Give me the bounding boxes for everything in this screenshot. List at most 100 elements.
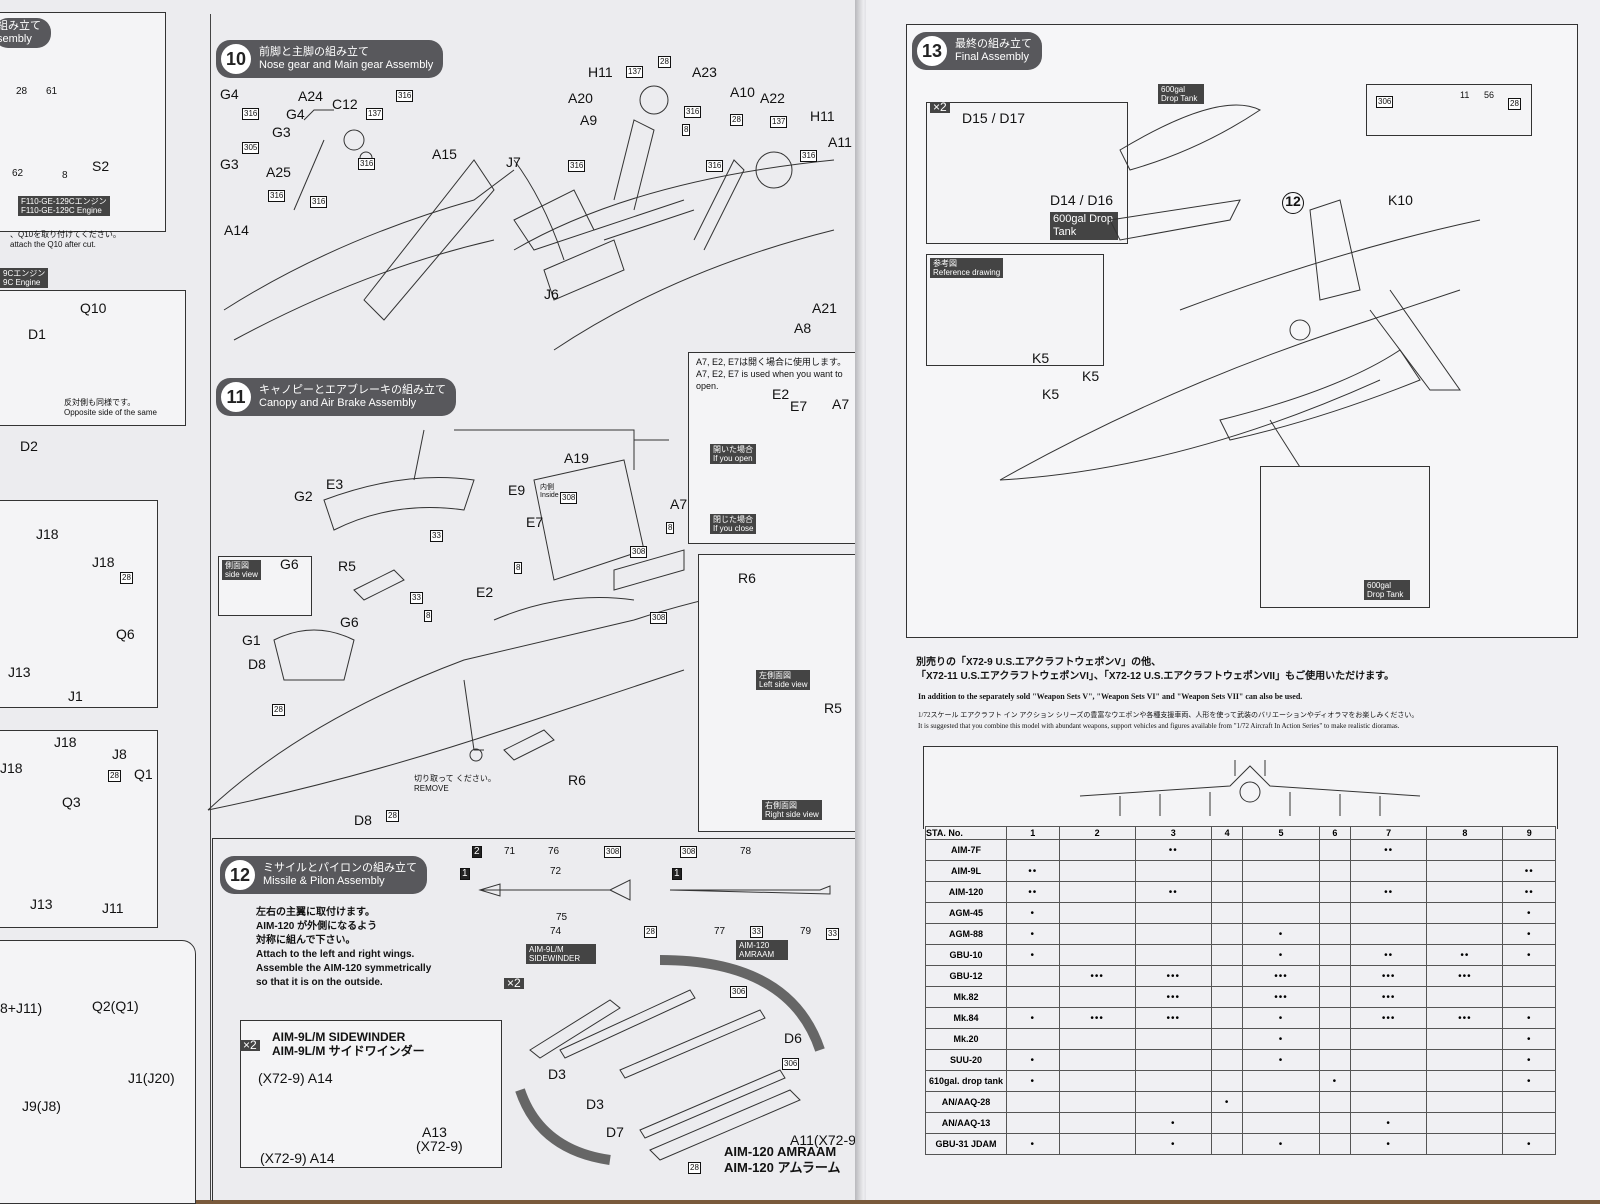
s11-308-b: 308 xyxy=(630,546,648,558)
station-cell: ••• xyxy=(1350,1007,1428,1029)
weapon-name: AN/AAQ-28 xyxy=(925,1091,1007,1113)
station-cell xyxy=(1350,860,1428,882)
table-row: AN/AAQ-28• xyxy=(925,1091,1556,1113)
s11-33-a: 33 xyxy=(430,530,443,542)
assy-d6: D6 xyxy=(784,1030,802,1046)
station-cell: •• xyxy=(1350,944,1428,966)
s12-75: 75 xyxy=(556,912,568,923)
station-cell: • xyxy=(1502,1070,1556,1092)
table-row: Mk.82••••••••• xyxy=(925,986,1556,1008)
station-cell: • xyxy=(1242,1133,1320,1155)
tank-tag: 600gal Drop Tank xyxy=(1050,212,1118,240)
sidewinder-box xyxy=(240,1020,502,1168)
weapon-name: AIM-120 xyxy=(925,881,1007,903)
s12-308-a: 308 xyxy=(604,846,622,858)
aircraft-front-icon xyxy=(1079,760,1421,816)
station-cell xyxy=(1134,923,1212,945)
s12-79: 79 xyxy=(800,926,812,937)
station-cell xyxy=(1426,1070,1504,1092)
station-cell xyxy=(1318,1133,1352,1155)
s10-316-a: 316 xyxy=(242,108,260,120)
station-cell xyxy=(1242,1112,1320,1134)
s12-71: 71 xyxy=(504,846,516,857)
station-cell xyxy=(1058,1070,1136,1092)
station-cell xyxy=(1134,944,1212,966)
station-cell: ••• xyxy=(1134,986,1212,1008)
part-j1: J1 xyxy=(68,688,83,704)
station-cell: ••• xyxy=(1242,965,1320,987)
station-cell xyxy=(1426,881,1504,903)
station-cell xyxy=(1210,1133,1244,1155)
part-j18-a: J18 xyxy=(36,526,59,542)
s10-316-i: 316 xyxy=(706,160,724,172)
station-cell xyxy=(1058,1133,1136,1155)
station-cell xyxy=(1210,1007,1244,1029)
tank-parts-b: D14 / D16 xyxy=(1050,192,1114,208)
s10-28-b: 28 xyxy=(730,114,743,126)
s10-h11-a: H11 xyxy=(588,64,613,80)
box-a14-b: (X72-9) A14 xyxy=(260,1150,335,1166)
station-header-label: STA. No. xyxy=(925,826,1007,840)
s11-e9: E9 xyxy=(508,482,526,498)
station-cell: • xyxy=(1502,1049,1556,1071)
s11-d8-b: D8 xyxy=(354,812,372,828)
s10-28-a: 28 xyxy=(658,56,671,68)
s10-g3-a: G3 xyxy=(272,124,291,140)
station-cell xyxy=(1210,839,1244,861)
table-row: Mk.20•• xyxy=(925,1028,1556,1050)
s11-e2: E2 xyxy=(476,584,494,600)
weapon-name: Mk.84 xyxy=(925,1007,1007,1029)
station-number: 7 xyxy=(1350,826,1428,840)
station-cell xyxy=(1058,986,1136,1008)
station-cell xyxy=(1426,839,1504,861)
assy-306-b: 306 xyxy=(782,1058,800,1070)
station-cell: • xyxy=(1318,1070,1352,1092)
part-q2-q1: Q2(Q1) xyxy=(92,998,139,1014)
station-cell xyxy=(1350,1070,1428,1092)
s12-2: 2 xyxy=(472,846,482,858)
station-cell xyxy=(1426,986,1504,1008)
part-j9-j8: J9(J8) xyxy=(22,1098,61,1114)
station-cell xyxy=(1426,1049,1504,1071)
station-cell xyxy=(1058,1049,1136,1071)
table-row: SUU-20••• xyxy=(925,1049,1556,1071)
station-cell: ••• xyxy=(1242,986,1320,1008)
open-a7: A7 xyxy=(832,396,850,412)
box-a14-a: (X72-9) A14 xyxy=(258,1070,333,1086)
s10-316-e: 316 xyxy=(310,196,328,208)
s10-316-c: 316 xyxy=(358,158,376,170)
station-cell: • xyxy=(1006,1070,1060,1092)
step12-note: 左右の主翼に取付けます。AIM-120 が外側になるよう対称に組んで下さい。At… xyxy=(256,907,432,988)
station-cell xyxy=(1318,1049,1352,1071)
weapon-name: 610gal. drop tank xyxy=(925,1070,1007,1092)
station-number: 6 xyxy=(1318,826,1352,840)
s10-305: 305 xyxy=(242,142,260,154)
s10-a14: A14 xyxy=(224,222,249,238)
station-cell xyxy=(1426,1028,1504,1050)
station-cell: •• xyxy=(1502,860,1556,882)
weapon-name: SUU-20 xyxy=(925,1049,1007,1071)
part-j18-b: J18 xyxy=(92,554,115,570)
step10-drawing xyxy=(223,85,835,351)
s11-33-b: 33 xyxy=(410,592,423,604)
station-cell xyxy=(1058,1028,1136,1050)
station-cell: • xyxy=(1502,1133,1556,1155)
table-row: AIM-120•••••••• xyxy=(925,881,1556,903)
station-cell xyxy=(1006,1028,1060,1050)
part-j13-a: J13 xyxy=(8,664,31,680)
view-r6: R6 xyxy=(738,570,756,586)
step12-panel xyxy=(212,838,869,1201)
table-row: AIM-7F•••• xyxy=(925,839,1556,861)
table-row: 610gal. drop tank••• xyxy=(925,1070,1556,1092)
station-cell xyxy=(1426,1112,1504,1134)
station-cell: •• xyxy=(1350,881,1428,903)
s13-k5-a: K5 xyxy=(1032,350,1050,366)
station-cell xyxy=(1006,839,1060,861)
station-cell: • xyxy=(1006,923,1060,945)
weapon-name: AIM-7F xyxy=(925,839,1007,861)
